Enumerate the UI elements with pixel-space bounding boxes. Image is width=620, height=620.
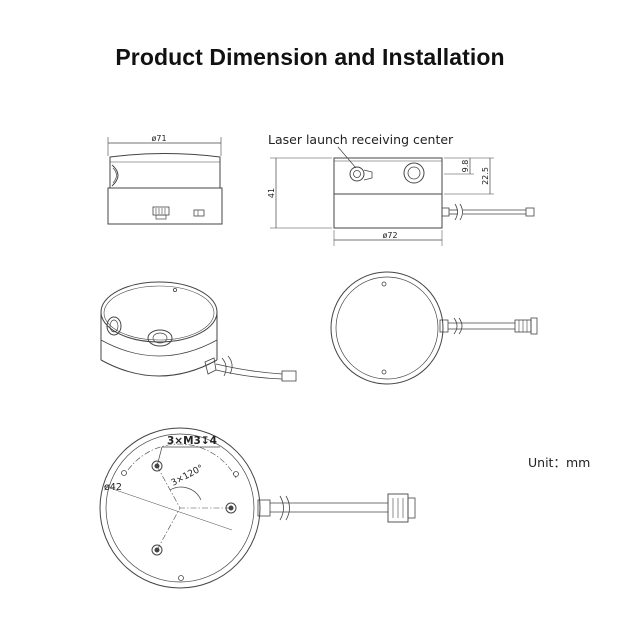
page-title: Product Dimension and Installation <box>115 44 505 70</box>
isometric-view <box>100 281 297 382</box>
bottom-view <box>99 427 416 589</box>
screw-spec-label: 3×M3↧4 <box>167 435 217 447</box>
top-view <box>330 271 538 385</box>
laser-height-label: 9.8 <box>461 160 470 173</box>
side-view <box>270 146 535 246</box>
side-diameter-label: ø72 <box>382 231 397 240</box>
laser-center-label: Laser launch receiving center <box>268 132 454 147</box>
height-label: 41 <box>267 188 276 198</box>
mount-diameter-label: ø42 <box>104 482 122 493</box>
unit-label: Unit：mm <box>528 455 591 470</box>
screw-angle-label: 3×120° <box>170 463 206 488</box>
front-diameter-label: ø71 <box>151 134 166 143</box>
window-height-label: 22.5 <box>481 167 490 185</box>
front-view <box>107 137 223 225</box>
